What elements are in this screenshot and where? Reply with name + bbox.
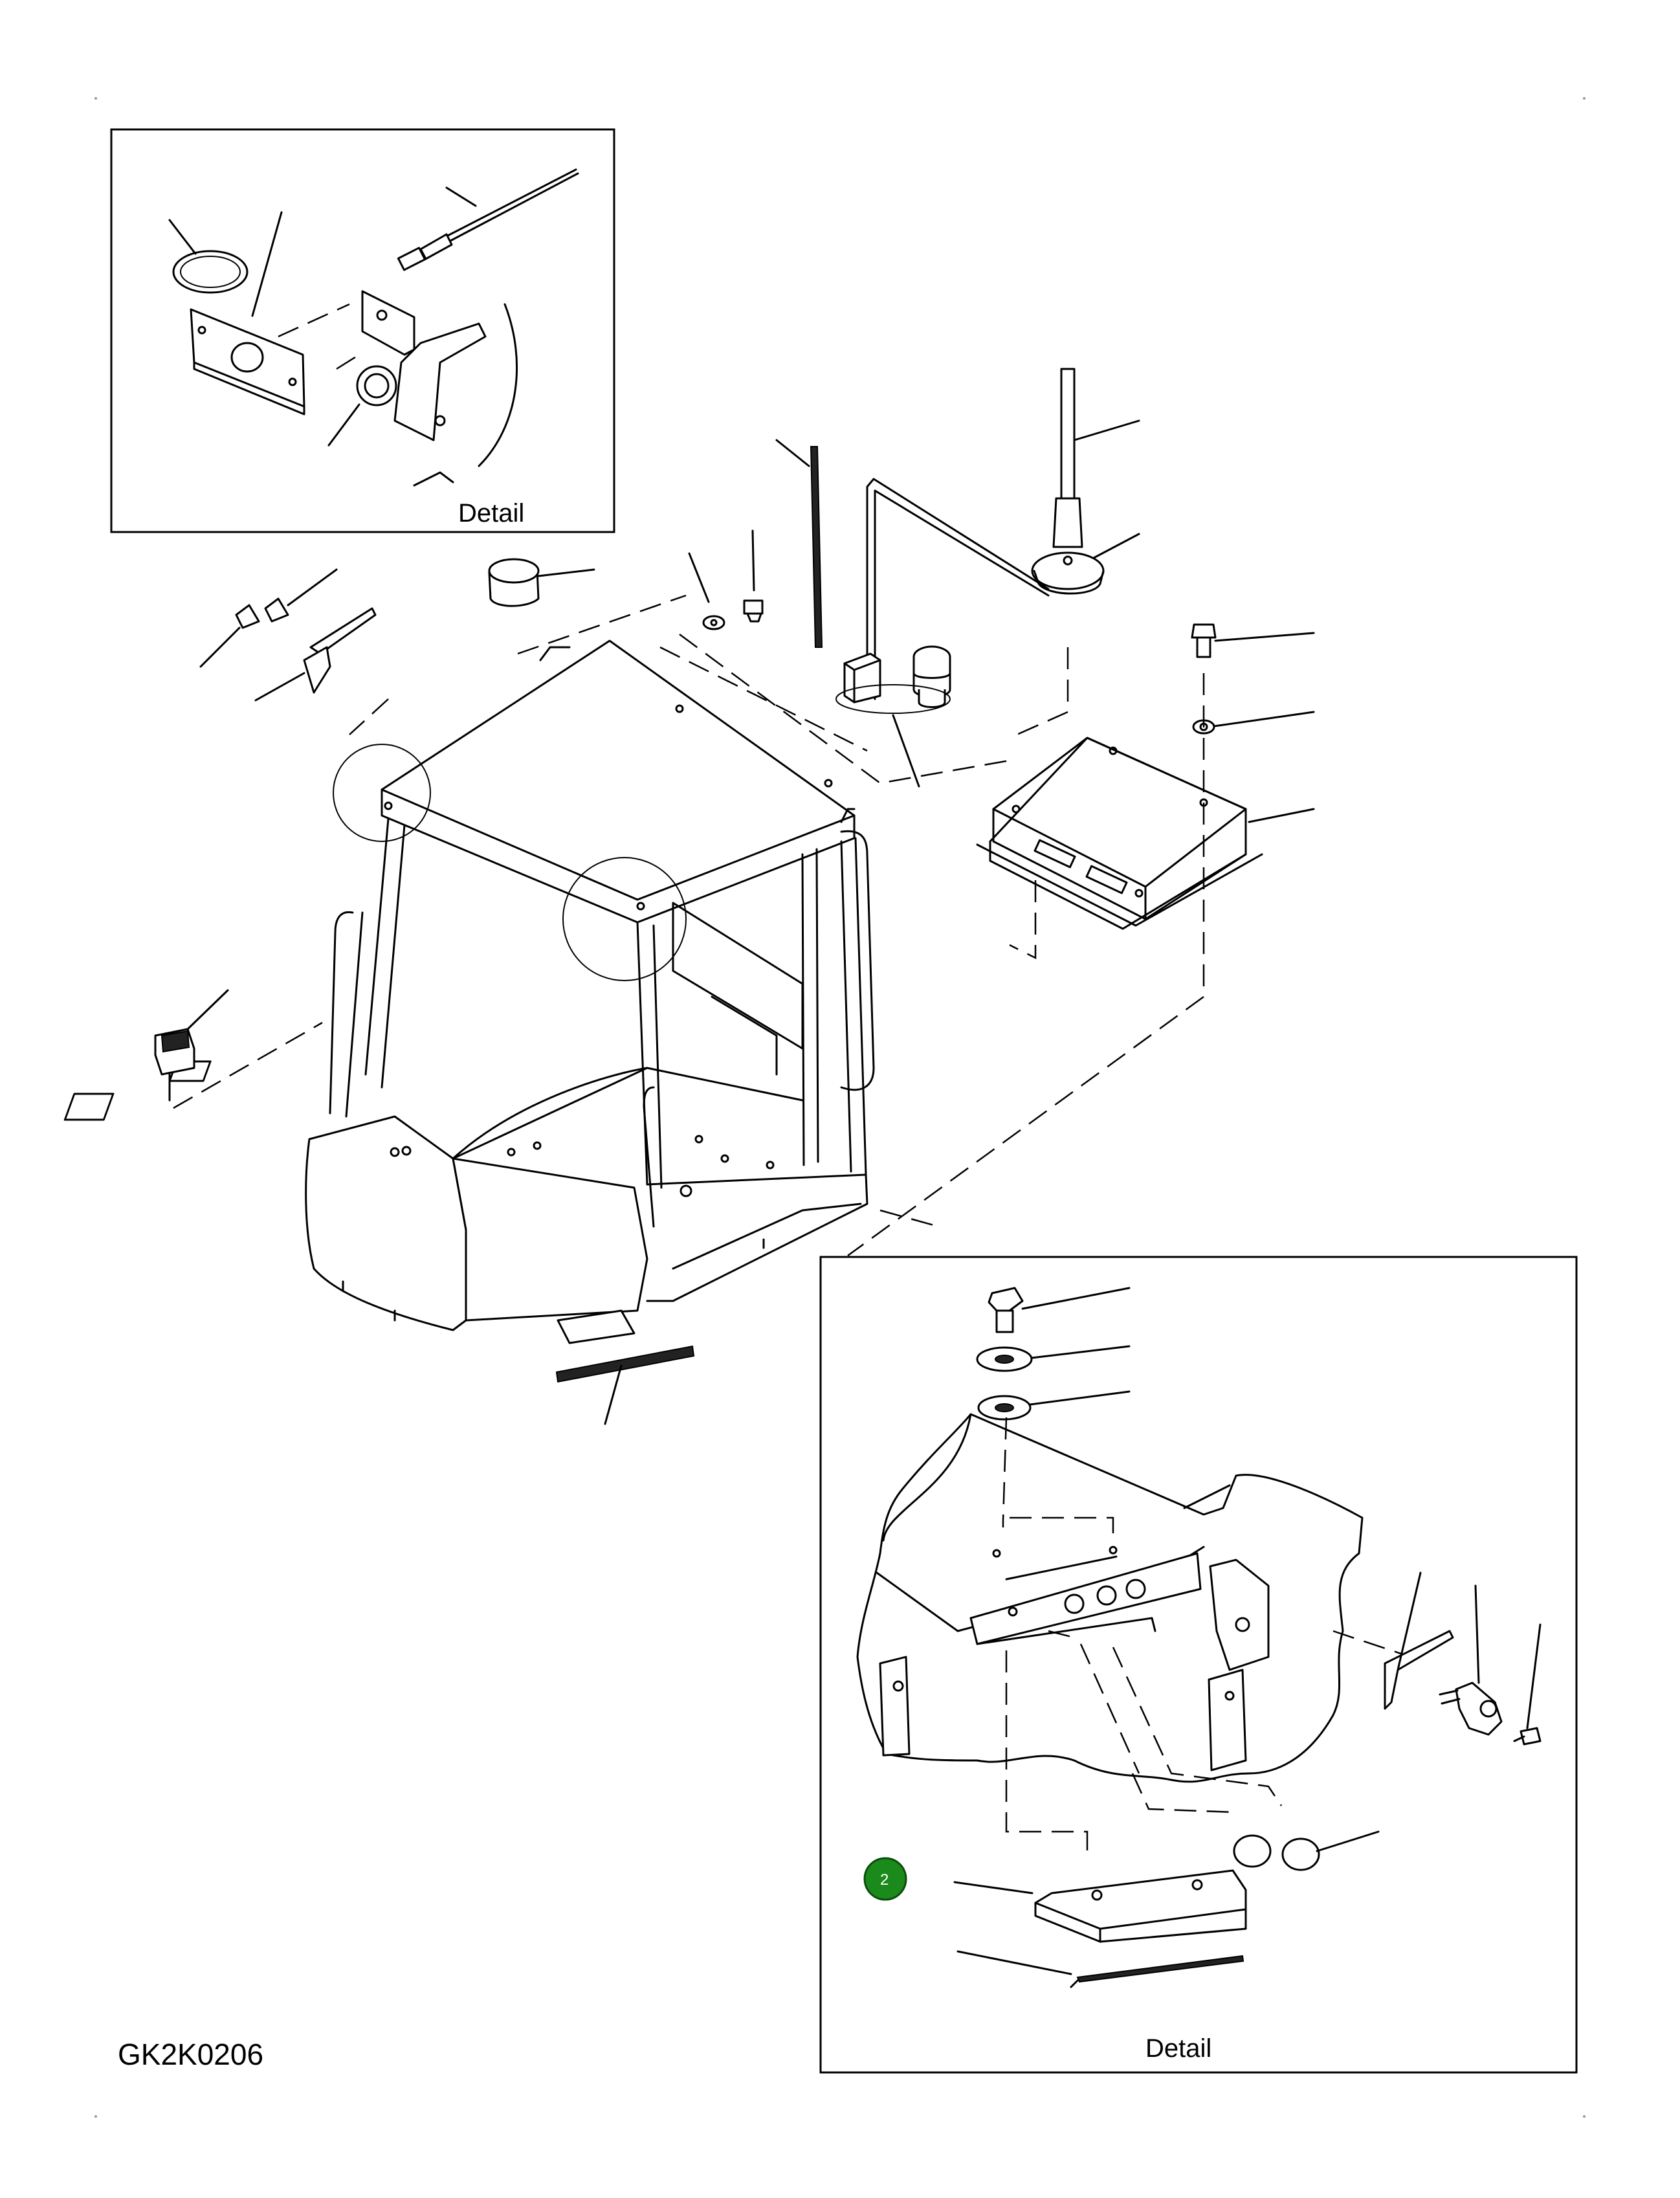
detail-box-top: Detail: [110, 128, 615, 533]
cab-floor-panel: [452, 1157, 648, 1322]
wiper-arm-part: [254, 607, 377, 702]
detail-plugs: [1233, 1830, 1380, 1871]
detail-bracket-part: [1384, 1571, 1542, 1746]
bolt-right-part: [1191, 623, 1315, 735]
detail-strip-part: [956, 1950, 1244, 1988]
screw-washer-part: [688, 529, 764, 630]
o-ring-part: [172, 250, 249, 294]
mount-adapter-part: [912, 645, 951, 708]
detail-bottom-label: Detail: [1145, 2034, 1211, 2063]
zoom-circle-left: [333, 744, 431, 842]
detail-box-bottom: 2 Detail: [819, 1256, 1578, 2074]
corner-marks: [94, 97, 1586, 2118]
magnetic-antenna-part: [1031, 368, 1140, 595]
handrail-left: [329, 911, 354, 1115]
cab-assembly: [63, 639, 875, 1344]
cab-step: [557, 1309, 636, 1344]
zoom-circle-right: [562, 857, 687, 981]
switch-part: [154, 989, 229, 1102]
cable-connector-part: [843, 652, 881, 704]
callout-badge-text: 2: [880, 1871, 889, 1889]
antenna-bracket-part: [361, 290, 415, 356]
detail-top-label: Detail: [458, 499, 524, 527]
seal-strip-vertical: [775, 439, 823, 648]
callout-badge-circle[interactable]: [863, 1857, 907, 1901]
detail-cover-pad-part: [953, 1869, 1247, 1943]
detail-bolt-stack: [976, 1287, 1131, 1421]
control-unit-part: [976, 737, 1315, 930]
seal-strip-bottom: [555, 1345, 695, 1425]
drawing-code: GK2K0206: [118, 2037, 263, 2071]
antenna-cable: [866, 478, 1050, 700]
mounting-plate-part: [190, 308, 305, 416]
push-clips-part: [199, 568, 338, 668]
dome-cap-part: [488, 558, 595, 607]
grommet-part: [356, 365, 397, 406]
cab-front-cowl: [305, 1115, 467, 1331]
handrail-right: [840, 830, 875, 1091]
whip-antenna-part: [397, 168, 579, 271]
assembly-dashes: [173, 594, 1205, 1257]
callout-badge[interactable]: 2: [863, 1857, 907, 1901]
cab-roof: [381, 639, 856, 901]
